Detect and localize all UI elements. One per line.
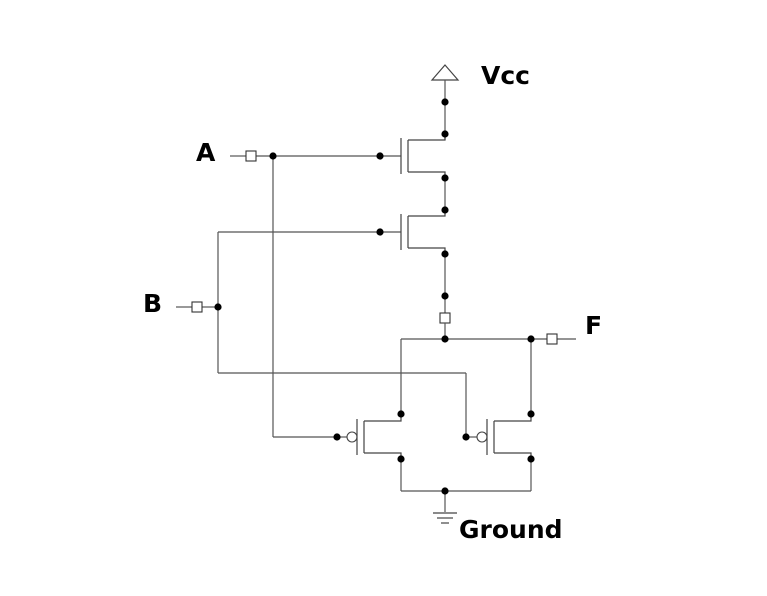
- node: [269, 152, 277, 160]
- node: [527, 410, 535, 418]
- ground-label: Ground: [459, 515, 563, 544]
- output-bus: [400, 312, 576, 414]
- transistor-bottom-b: [466, 414, 532, 491]
- node: [441, 174, 449, 182]
- node: [462, 433, 470, 441]
- node: [441, 487, 449, 495]
- input-b-label: B: [143, 289, 162, 318]
- node: [441, 98, 449, 106]
- vcc-symbol: [430, 64, 460, 140]
- node: [397, 410, 405, 418]
- vcc-label: Vcc: [481, 61, 530, 90]
- transistor-bottom-a: [337, 414, 402, 491]
- input-a-wires: [230, 155, 380, 438]
- node: [441, 292, 449, 300]
- output-f-label: F: [585, 311, 602, 340]
- node: [527, 335, 535, 343]
- ground-symbol: [433, 512, 457, 524]
- node: [441, 206, 449, 214]
- node: [441, 130, 449, 138]
- input-a-label: A: [196, 138, 216, 167]
- input-b-wires: [176, 231, 467, 437]
- node: [527, 455, 535, 463]
- node: [397, 455, 405, 463]
- node: [214, 303, 222, 311]
- input-a-pin[interactable]: [245, 150, 257, 162]
- junction-nodes: [214, 98, 535, 495]
- output-f-pin[interactable]: [546, 333, 558, 345]
- node: [333, 433, 341, 441]
- node: [441, 250, 449, 258]
- node: [376, 152, 384, 160]
- transistor-top-a: [380, 134, 446, 210]
- node: [441, 335, 449, 343]
- node: [376, 228, 384, 236]
- transistor-mid-b: [380, 210, 446, 313]
- input-b-pin[interactable]: [191, 301, 203, 313]
- ground-bus: [401, 490, 531, 512]
